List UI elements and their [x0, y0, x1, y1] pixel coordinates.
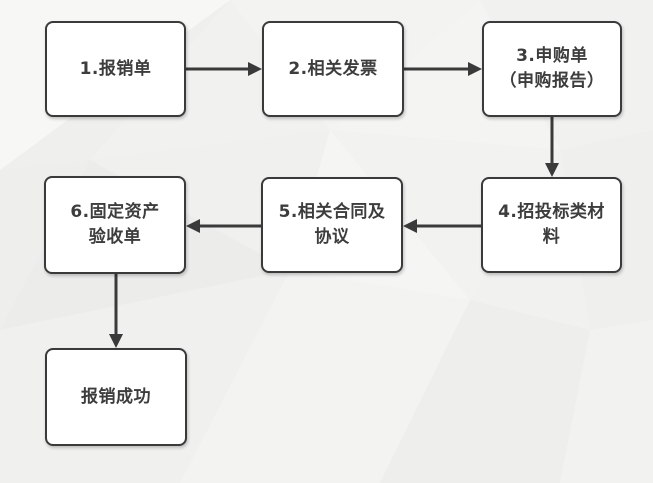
background-facet: [560, 320, 653, 483]
arrow-head-left-icon: [186, 219, 200, 233]
arrow-2-to-3: [404, 62, 482, 76]
arrow-head-down-icon: [545, 163, 559, 177]
arrow-head-left-icon: [403, 219, 417, 233]
background-facet: [180, 270, 470, 483]
arrow-4-to-5: [403, 219, 481, 233]
arrow-6-to-success: [109, 274, 123, 348]
arrow-5-to-6: [186, 219, 261, 233]
flow-node-label: 5.相关合同及 协议: [278, 202, 386, 247]
flow-node-4: 4.招投标类材 料: [481, 177, 622, 273]
flow-node-label: 3.申购单 （申购报告）: [499, 46, 605, 91]
flow-node-6: 6.固定资产 验收单: [44, 176, 186, 274]
flow-node-label: 2.相关发票: [288, 58, 378, 79]
arrow-head-down-icon: [109, 334, 123, 348]
flow-node-5: 5.相关合同及 协议: [261, 177, 403, 273]
background-facet: [330, 130, 560, 300]
flow-node-label: 1.报销单: [79, 58, 152, 79]
background-facet: [90, 0, 330, 160]
arrow-3-to-4: [545, 117, 559, 177]
arrow-head-right-icon: [468, 62, 482, 76]
arrow-1-to-2: [186, 62, 262, 76]
flow-node-label: 报销成功: [81, 386, 151, 407]
flow-node-2: 2.相关发票: [262, 21, 404, 117]
flow-node-label: 4.招投标类材 料: [498, 202, 605, 247]
flow-node-success: 报销成功: [45, 348, 187, 446]
background-facet: [380, 300, 590, 483]
flow-node-label: 6.固定资产 验收单: [70, 202, 160, 247]
flow-node-1: 1.报销单: [45, 21, 186, 117]
flow-node-3: 3.申购单 （申购报告）: [482, 21, 622, 117]
arrow-head-right-icon: [248, 62, 262, 76]
